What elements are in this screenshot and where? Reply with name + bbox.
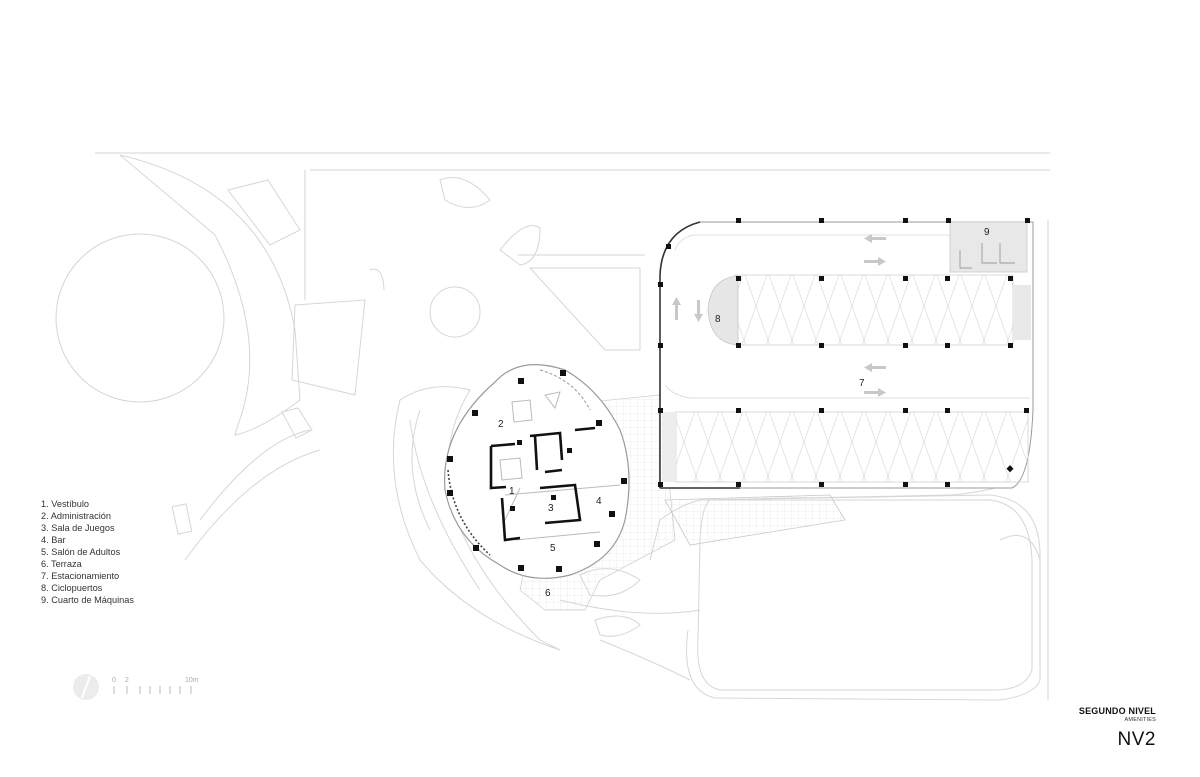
plan-title: SEGUNDO NIVEL bbox=[1078, 706, 1156, 716]
label-ciclopuertos: 8 bbox=[715, 314, 721, 325]
label-terraza: 6 bbox=[545, 588, 551, 599]
label-vestibulo: 1 bbox=[509, 486, 515, 497]
parking-structure bbox=[658, 218, 1034, 489]
scale-label-0: 0 bbox=[112, 677, 116, 684]
traffic-arrows bbox=[672, 234, 886, 397]
title-block: SEGUNDO NIVEL AMENITIES NV2 bbox=[1079, 706, 1156, 751]
legend-item: 4. Bar bbox=[41, 535, 66, 545]
label-salon-adultos: 5 bbox=[550, 543, 556, 554]
label-sala-juegos: 3 bbox=[548, 503, 554, 514]
scale-bar bbox=[113, 686, 192, 694]
parking-columns bbox=[658, 218, 1030, 487]
legend-item: 6. Terraza bbox=[41, 559, 82, 569]
label-cuarto-maquinas: 9 bbox=[984, 227, 990, 238]
label-estacionamiento: 7 bbox=[859, 378, 865, 389]
roundabout-circle bbox=[55, 233, 225, 403]
legend-item: 8. Ciclopuertos bbox=[41, 583, 103, 593]
plan-code: NV2 bbox=[1117, 729, 1156, 750]
legend-item: 5. Salón de Adultos bbox=[41, 547, 121, 557]
building-columns bbox=[447, 370, 627, 572]
amenities-building bbox=[443, 364, 630, 579]
bike-parking bbox=[707, 275, 739, 346]
legend-item: 3. Sala de Juegos bbox=[41, 523, 115, 533]
legend-item: 1. Vestíbulo bbox=[41, 499, 90, 509]
legend-item: 2. Administración bbox=[41, 511, 111, 521]
label-bar: 4 bbox=[596, 496, 602, 507]
parking-bay-lower bbox=[675, 411, 1029, 483]
legend-item: 9. Cuarto de Máquinas bbox=[41, 595, 134, 605]
curved-building bbox=[119, 154, 301, 436]
label-administracion: 2 bbox=[498, 419, 504, 430]
legend-item: 7. Estacionamiento bbox=[41, 571, 120, 581]
building-outline bbox=[443, 364, 630, 579]
parking-bay-upper bbox=[734, 274, 1014, 346]
scale-label-2: 2 bbox=[125, 677, 129, 684]
plan-subtitle: AMENITIES bbox=[1124, 717, 1156, 723]
interior-walls bbox=[489, 426, 596, 542]
small-circle bbox=[429, 286, 481, 338]
room-legend: 1. Vestíbulo 2. Administración 3. Sala d… bbox=[41, 498, 134, 606]
north-arrow bbox=[73, 674, 99, 700]
machine-room bbox=[949, 221, 1028, 273]
scale-label-10: 10m bbox=[185, 677, 199, 684]
